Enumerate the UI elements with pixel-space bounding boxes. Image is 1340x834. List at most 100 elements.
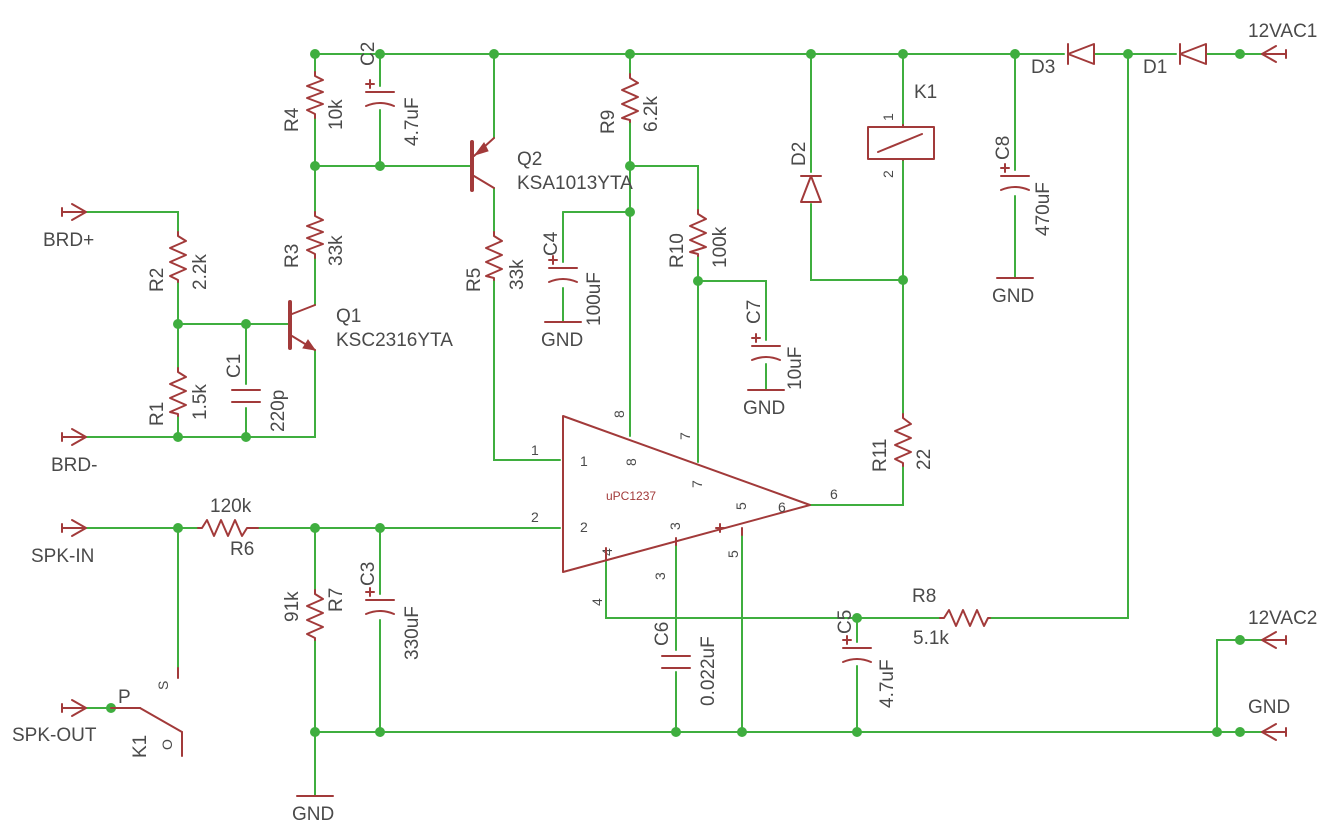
gnd-label: GND [292,804,334,825]
capacitor-c8: C8 470uF [993,136,1054,236]
capacitor-c1: C1 220p [224,354,289,432]
gnd-label: GND [992,286,1034,307]
transistor-q1: Q1 KSC2316YTA [288,300,453,351]
port-brd-plus-label: BRD+ [43,230,94,251]
d2-name: D2 [789,142,810,166]
port-spk-in-label: SPK-IN [31,546,94,567]
transistor-q2: Q2 KSA1013YTA [470,137,633,194]
resistor-r11: R11 22 [870,413,935,472]
r2-name: R2 [147,268,168,292]
resistor-r4: R4 10k [282,71,347,132]
r9-value: 6.2k [641,96,662,132]
resistor-r6: 120k R6 [197,496,259,560]
ic-pin5-int: 5 [733,502,749,510]
ic-pin3-ext: 3 [652,572,668,580]
ic-pin1-ext: 1 [531,442,539,458]
k1-pin1: 1 [880,113,896,121]
d1-name: D1 [1143,57,1167,78]
capacitor-c6: C6 0.022uF [652,622,719,706]
c6-name: C6 [652,622,673,646]
resistor-r7: 91k R7 [282,588,347,641]
resistor-r3: R3 33k [282,211,347,268]
ic-part: uPC1237 [606,489,656,503]
ic-pin3-int: 3 [667,522,683,530]
ic-pin7-int: 7 [689,480,705,488]
relay-coil-k1: K1 1 2 [867,82,937,178]
resistor-r5: R5 33k [464,231,528,292]
r3-name: R3 [282,244,303,268]
ic-upc1237: uPC1237 1 2 3 4 5 6 7 8 1 2 3 4 5 6 7 8 [531,410,838,606]
junctions [106,49,1245,737]
resistor-r1: R1 1.5k [147,367,211,426]
diode-d3: D3 [1031,43,1095,78]
port-brd-minus: BRD- [51,428,97,476]
ic-pin1-int: 1 [580,453,588,469]
resistor-r8: R8 5.1k [912,586,991,649]
ic-pin7-ext: 7 [677,432,693,440]
c1-value: 220p [268,390,289,432]
k1-switch-name: K1 [130,735,151,758]
r7-name: R7 [326,588,347,612]
port-gnd: GND [1248,697,1290,741]
gnd-label: GND [541,330,583,351]
c1-name: C1 [224,354,245,378]
port-spk-out: SPK-OUT [12,699,97,746]
r3-value: 33k [326,235,347,266]
gnd-symbol-bottom: GND [292,795,334,825]
ic-pin6-ext: 6 [830,486,838,502]
r4-name: R4 [282,107,303,132]
k1-throw-o: O [159,739,175,750]
r11-name: R11 [870,439,891,472]
c5-value: 4.7uF [877,659,898,708]
ic-pin2-ext: 2 [531,509,539,525]
diode-d1: D1 [1143,43,1207,78]
c3-value: 330uF [402,606,423,660]
r1-value: 1.5k [190,384,211,420]
k1-name: K1 [914,82,937,103]
r10-value: 100k [710,226,731,268]
c8-name: C8 [993,136,1014,160]
r2-value: 2.2k [190,254,211,290]
ic-pin8-ext: 8 [611,410,627,418]
c4-name: C4 [541,231,562,256]
k1-pin2: 2 [880,170,896,178]
c2-value: 4.7uF [402,97,423,146]
q2-name: Q2 [517,149,542,170]
gnd-label: GND [743,398,785,419]
d3-name: D3 [1031,57,1055,78]
capacitor-c5: C5 4.7uF [835,610,898,708]
r7-value: 91k [282,591,303,622]
r5-value: 33k [507,259,528,290]
port-brd-minus-label: BRD- [51,455,97,476]
r1-name: R1 [147,402,168,426]
c5-name: C5 [835,610,856,634]
ic-pin6-int: 6 [778,499,786,515]
q1-name: Q1 [336,306,361,327]
c7-value: 10uF [785,347,806,390]
c6-value: 0.022uF [698,636,719,706]
capacitor-c7: C7 10uF [744,300,806,390]
diode-d2: D2 [789,142,822,203]
r8-name: R8 [912,586,936,607]
port-spk-in: SPK-IN [31,519,94,567]
r6-value: 120k [210,496,252,517]
ic-pin5-ext: 5 [725,550,741,558]
c4-value: 100uF [584,272,605,326]
k1-pole: P [118,687,131,708]
port-spk-out-label: SPK-OUT [12,725,97,746]
resistor-r2: R2 2.2k [147,231,211,292]
port-12vac1-label: 12VAC1 [1248,21,1317,42]
k1-throw-s: S [155,681,171,690]
gnd-symbol-c4: GND [541,321,583,351]
resistor-r10: R10 100k [667,209,731,268]
port-gnd-label: GND [1248,697,1290,718]
r9-name: R9 [598,110,619,134]
c2-name: C2 [358,42,379,66]
r4-value: 10k [326,99,347,130]
port-12vac1: 12VAC1 [1248,21,1317,63]
capacitor-c4: C4 100uF [541,231,605,326]
r6-name: R6 [230,539,254,560]
r8-value: 5.1k [913,628,949,649]
ic-pin4-ext: 4 [589,598,605,606]
